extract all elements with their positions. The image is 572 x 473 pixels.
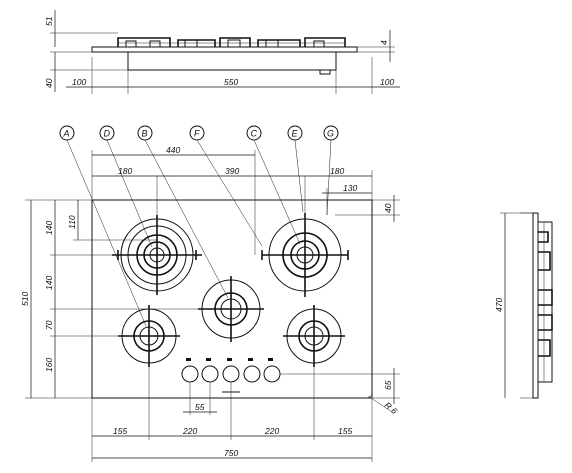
dim-100-right: 100 [380,77,394,87]
hob-body [127,51,337,71]
knob-dimension: 55 [183,382,217,415]
burner-c [261,213,349,297]
grid-profile [117,37,346,48]
burner-d [112,215,202,295]
right-dimensions: 65 R 6 [280,368,400,416]
bottom-dimensions: 155 220 220 155 750 [91,363,373,462]
dim-radius: R 6 [383,400,400,416]
knob-2 [201,365,219,383]
dim-470: 470 [494,298,504,312]
callout-c: C [251,129,258,139]
burner-e [283,305,345,367]
dim-390: 390 [225,166,239,176]
dim-220-left: 220 [182,426,197,436]
callout-e: E [292,129,299,139]
burner-b [198,276,264,342]
control-knobs [181,358,281,393]
dim-40-front: 40 [44,78,54,88]
callout-a: A [63,129,70,139]
dim-550: 550 [224,77,238,87]
dim-440: 440 [166,145,180,155]
dim-100-left: 100 [72,77,86,87]
dim-65: 65 [383,380,393,390]
dim-4: 4 [379,40,389,45]
callout-g: G [327,129,334,139]
front-view: 51 40 100 550 100 4 [44,10,400,94]
dim-130: 130 [343,183,357,193]
dim-140-mid: 140 [44,276,54,290]
dim-70: 70 [44,320,54,330]
callouts: A D B F C E G [59,125,339,327]
knob-3 [222,365,240,383]
callout-f: F [194,129,200,139]
hob-outline [91,199,373,399]
burner-a [118,305,180,367]
side-body [537,221,553,383]
left-dimensions: 510 140 140 70 160 110 [20,199,198,399]
dim-155-right: 155 [338,426,352,436]
side-glass [532,212,539,399]
callout-b: B [142,129,148,139]
knob-1 [181,365,199,383]
dim-40-plan: 40 [383,203,393,213]
dim-220-right: 220 [264,426,279,436]
dim-180-right: 180 [330,166,344,176]
dim-510: 510 [20,292,30,306]
dim-51: 51 [44,16,54,26]
knob-4 [243,365,261,383]
dim-140-top: 140 [44,221,54,235]
knob-5 [263,365,281,383]
dim-110: 110 [67,215,77,229]
dim-160: 160 [44,358,54,372]
dim-180-left: 180 [118,166,132,176]
callout-d: D [104,129,111,139]
dim-55: 55 [195,402,205,412]
plan-view: A D B F C E G 440 [20,125,400,462]
glass-plate [91,46,358,53]
side-view: 470 [494,212,553,399]
dim-155-left: 155 [113,426,127,436]
top-dimensions: 440 180 390 180 130 40 [91,145,400,255]
dim-750: 750 [224,448,238,458]
